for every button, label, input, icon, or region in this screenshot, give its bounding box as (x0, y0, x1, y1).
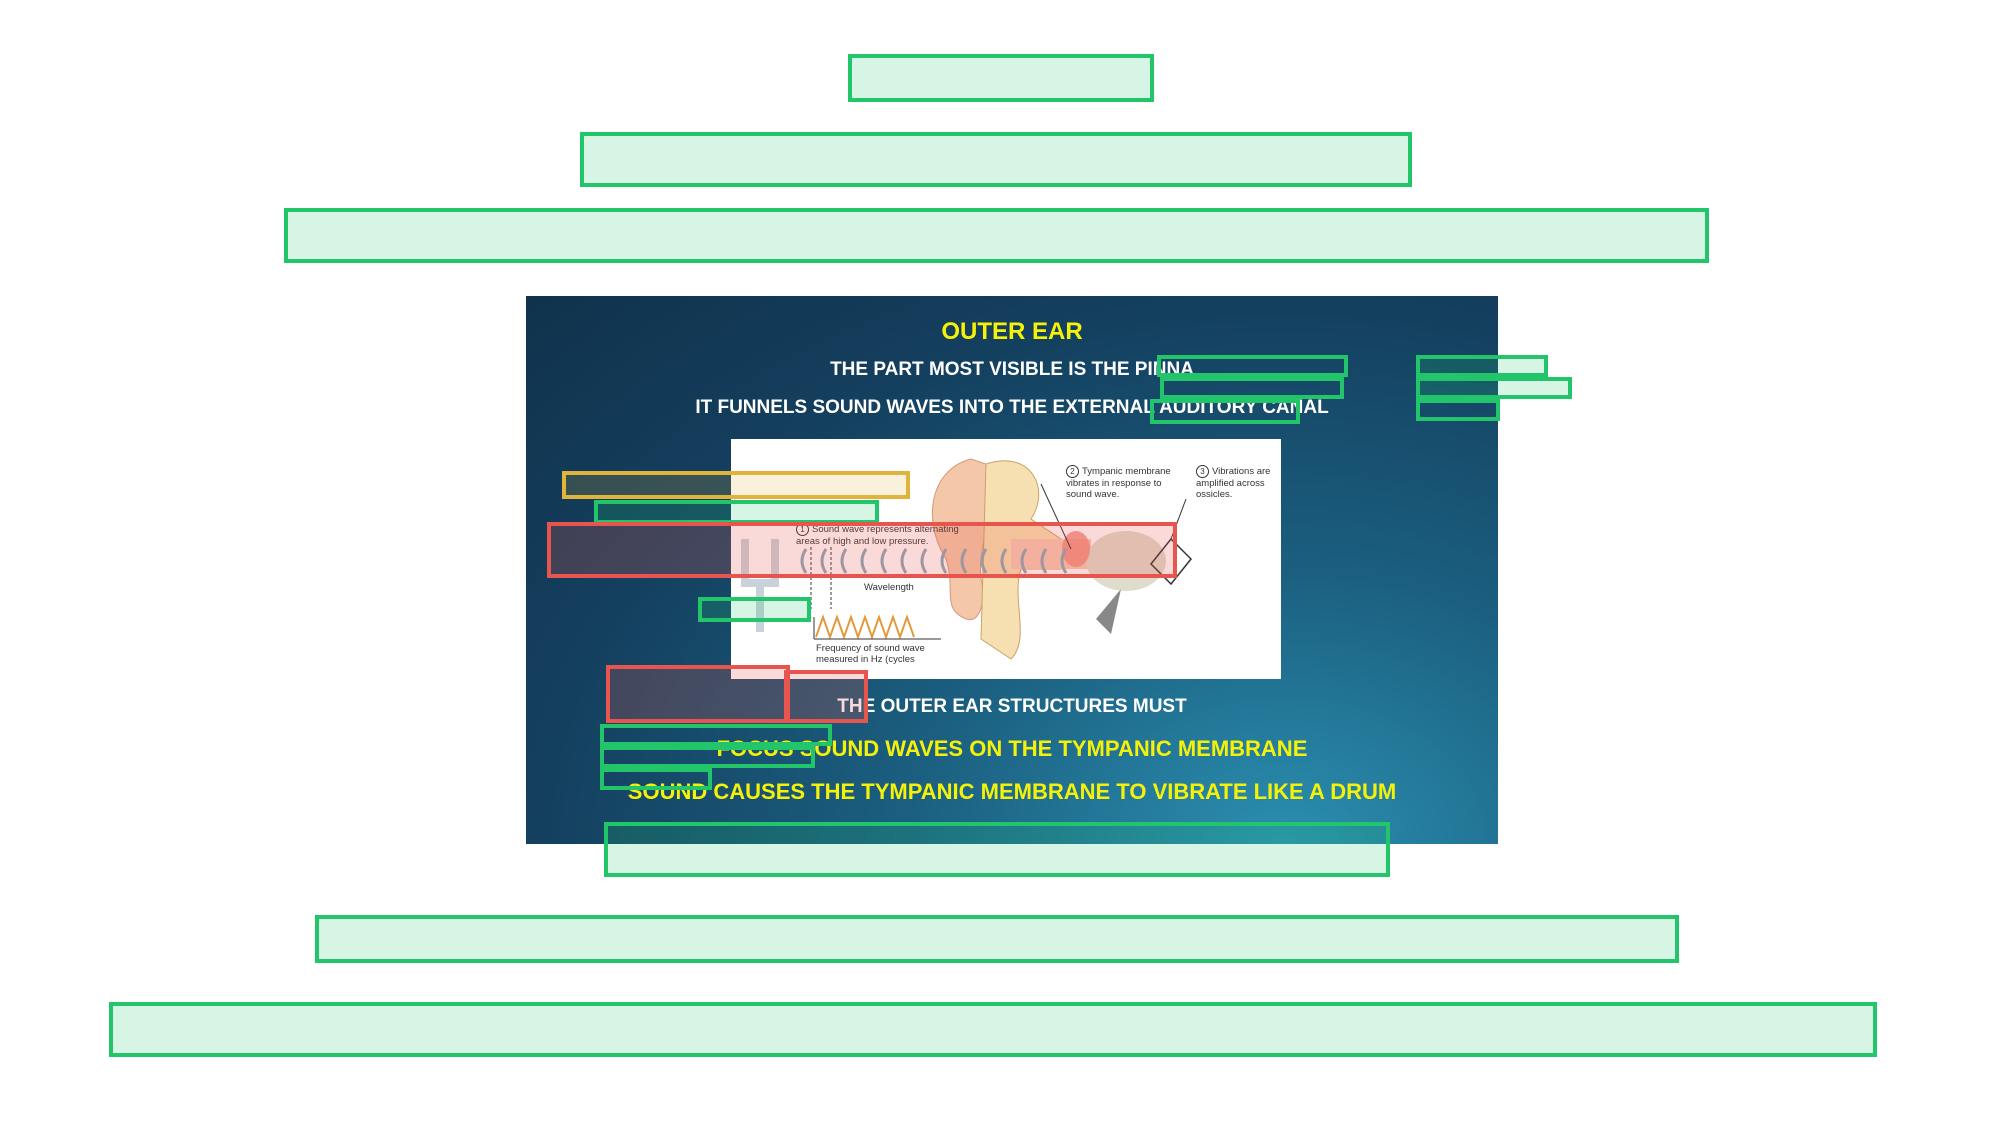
annotation-box-focus-3 (600, 768, 712, 790)
annotation-box-red-wave (547, 522, 1177, 578)
annotation-box-pinna-1 (1157, 355, 1348, 377)
annotation-box-yellow (562, 471, 910, 499)
step-number-2: 2 (1066, 465, 1079, 478)
annotation-box-diagram-2 (698, 597, 811, 622)
slide-line-vibrate: SOUND CAUSES THE TYMPANIC MEMBRANE TO VI… (627, 779, 1397, 804)
annotation-box-top-1 (848, 54, 1154, 102)
annotation-box-bottom-1 (604, 822, 1390, 877)
diagram-label-wavelength: Wavelength (864, 582, 914, 593)
slide-line-structures: THE OUTER EAR STRUCTURES MUST (837, 696, 1187, 717)
annotation-box-right-2 (1416, 377, 1572, 399)
annotation-box-top-3 (284, 208, 1709, 263)
slide-line-pinna: THE PART MOST VISIBLE IS THE PINNA (830, 359, 1194, 380)
annotation-box-red-small (784, 670, 868, 723)
annotation-box-top-2 (580, 132, 1412, 187)
slide-line-focus: FOCUS SOUND WAVES ON THE TYMPANIC MEMBRA… (716, 736, 1308, 761)
slide: OUTER EAR THE PART MOST VISIBLE IS THE P… (526, 296, 1498, 844)
annotation-box-focus-1 (600, 724, 832, 746)
annotation-box-focus-2 (600, 746, 815, 768)
annotation-box-right-3 (1416, 399, 1500, 421)
annotation-box-right-1 (1416, 355, 1548, 377)
annotation-box-pinna-2 (1160, 377, 1344, 399)
annotation-box-bottom-3 (109, 1002, 1877, 1057)
slide-title: OUTER EAR (941, 318, 1083, 345)
annotation-box-canal (1150, 399, 1300, 424)
slide-line-canal: IT FUNNELS SOUND WAVES INTO THE EXTERNAL… (695, 397, 1329, 418)
annotation-box-diagram-1 (594, 500, 879, 524)
step-number-3: 3 (1196, 465, 1209, 478)
annotation-box-red-left (606, 665, 790, 723)
annotation-box-bottom-2 (315, 915, 1679, 963)
diagram-label-frequency: Frequency of sound wave measured in Hz (… (816, 643, 925, 665)
ear-illustration (741, 458, 1193, 660)
